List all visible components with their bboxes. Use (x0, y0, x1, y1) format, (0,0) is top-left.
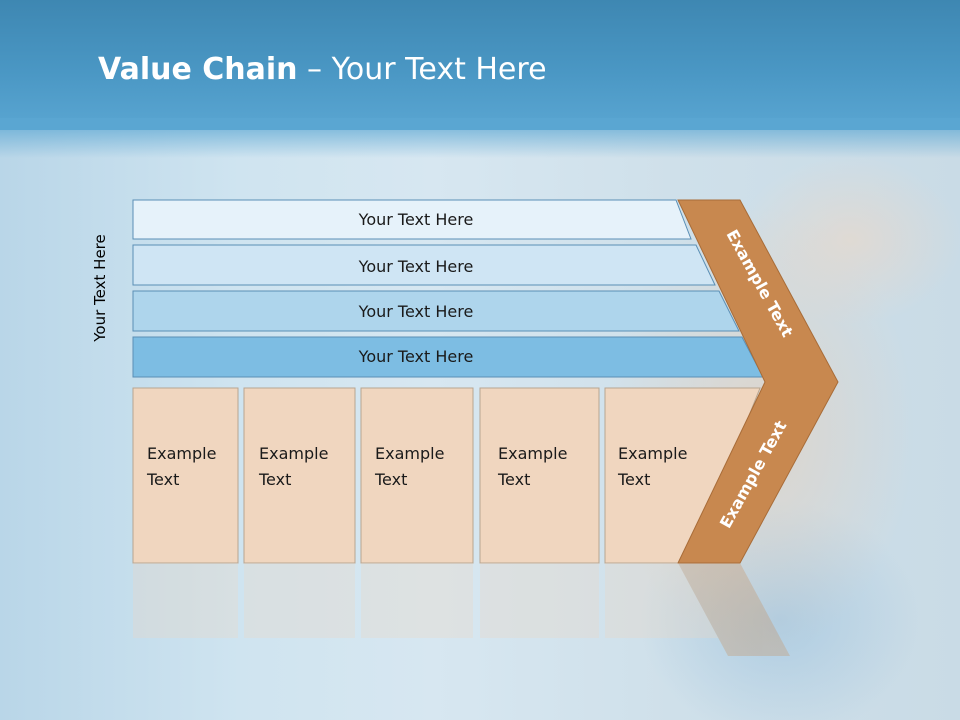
primary-box-1-line1: Example (147, 444, 216, 463)
margin-chevron (677, 199, 839, 564)
primary-box-5-line2: Text (617, 470, 650, 489)
slide-title-rest: – Your Text Here (297, 52, 547, 87)
support-row-4-label: Your Text Here (358, 347, 474, 366)
primary-box-3 (360, 387, 474, 564)
support-row-2-label: Your Text Here (358, 257, 474, 276)
support-row-3 (132, 290, 740, 332)
reflection (133, 563, 790, 656)
support-row-3-label: Your Text Here (358, 302, 474, 321)
primary-box-1-line2: Text (146, 470, 179, 489)
primary-box-1 (132, 387, 239, 564)
primary-box-2-line2: Text (258, 470, 291, 489)
primary-box-4-line1: Example (498, 444, 567, 463)
primary-box-4-line2: Text (497, 470, 530, 489)
title-bar (0, 0, 960, 130)
primary-box-3-line1: Example (375, 444, 444, 463)
primary-box-5-line1: Example (618, 444, 687, 463)
title-bar-fade (0, 118, 960, 158)
support-row-2 (132, 244, 716, 286)
primary-box-2-line1: Example (259, 444, 328, 463)
slide-title-bold: Value Chain (98, 52, 298, 87)
support-row-1 (132, 199, 692, 240)
slide-title: Value Chain – Your Text Here (98, 52, 547, 87)
primary-box-3-line2: Text (374, 470, 407, 489)
primary-box-4 (479, 387, 600, 564)
primary-boxes (132, 387, 761, 564)
support-row-1-label: Your Text Here (358, 210, 474, 229)
primary-box-2 (243, 387, 356, 564)
